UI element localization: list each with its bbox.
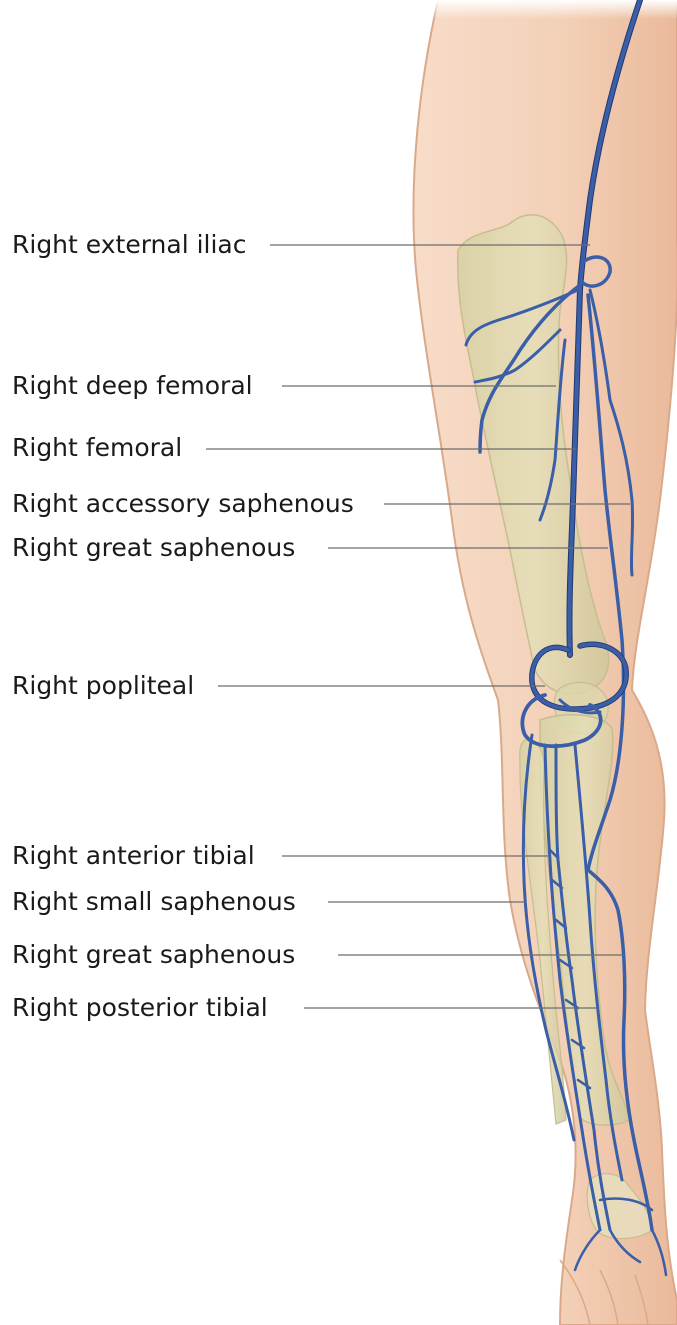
skin-fade [400,0,677,160]
label-great-saphenous-leg: Right great saphenous [12,940,295,969]
label-accessory-saphenous: Right accessory saphenous [12,489,354,518]
label-popliteal: Right popliteal [12,671,194,700]
label-great-saphenous-thigh: Right great saphenous [12,533,295,562]
label-femoral: Right femoral [12,433,182,462]
label-external-iliac: Right external iliac [12,230,247,259]
label-anterior-tibial: Right anterior tibial [12,841,255,870]
label-posterior-tibial: Right posterior tibial [12,993,268,1022]
label-deep-femoral: Right deep femoral [12,371,253,400]
label-small-saphenous: Right small saphenous [12,887,296,916]
